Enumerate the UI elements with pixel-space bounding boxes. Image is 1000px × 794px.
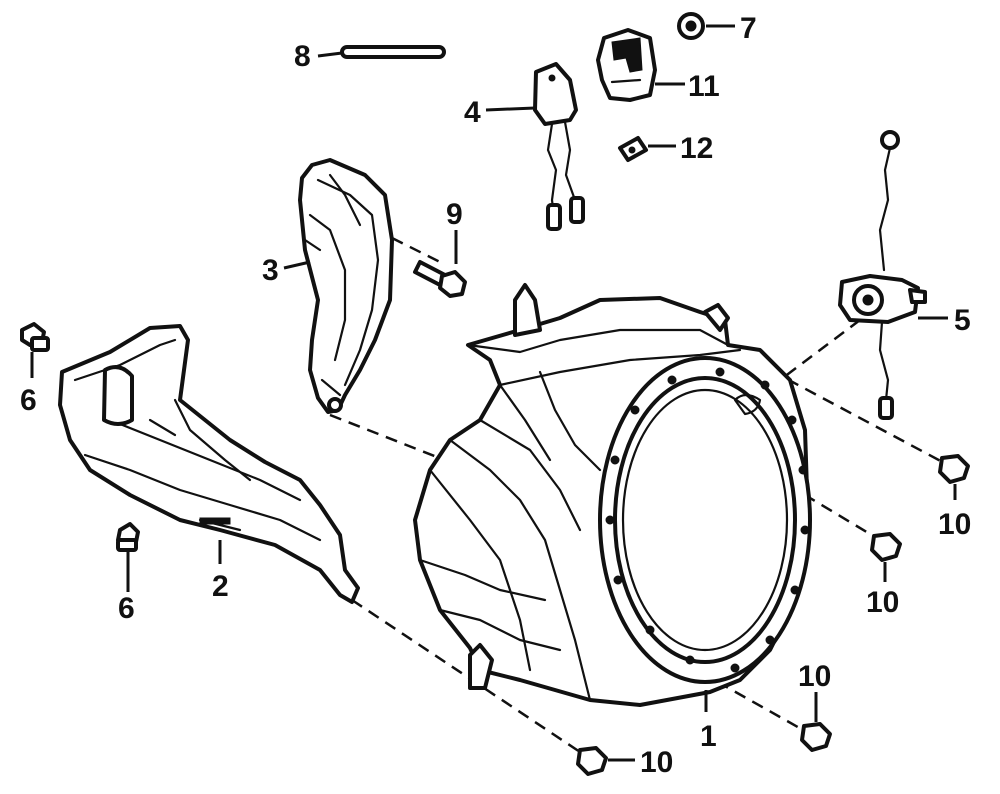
blower-housing	[413, 283, 812, 707]
label-part-4: 4	[464, 96, 481, 129]
nut	[677, 12, 705, 40]
leader-lines	[30, 24, 957, 762]
label-part-10-b: 10	[866, 586, 899, 619]
label-part-12: 12	[680, 132, 713, 165]
bolt-9	[413, 260, 467, 298]
screw-b	[116, 522, 140, 552]
bolt-10-a	[938, 454, 970, 484]
label-part-6-a: 6	[20, 384, 37, 417]
flange-holes	[605, 367, 810, 673]
pin-rod	[340, 45, 446, 59]
label-part-3: 3	[262, 254, 279, 287]
part-labels: 1 2 3 4 5 6 6 7 8 9 10 10 10 10 11 12	[20, 12, 971, 779]
label-part-5: 5	[954, 304, 971, 337]
small-fastener	[618, 136, 648, 162]
label-part-7: 7	[740, 12, 757, 45]
side-cover	[298, 158, 394, 414]
label-part-10-d: 10	[640, 746, 673, 779]
bolt-10-b	[870, 532, 902, 562]
bolt-10-d	[576, 746, 608, 776]
deflector-plate	[58, 324, 360, 604]
bolt-10-c	[800, 722, 832, 752]
label-part-6-b: 6	[118, 592, 135, 625]
label-part-10-a: 10	[938, 508, 971, 541]
label-part-1: 1	[700, 720, 717, 753]
sensor-with-lead	[838, 130, 927, 420]
label-part-11: 11	[688, 70, 720, 103]
switch-with-leads	[533, 62, 585, 231]
screw-a	[20, 322, 50, 352]
clip-bracket	[596, 28, 657, 102]
label-part-2: 2	[212, 570, 229, 603]
label-part-9: 9	[446, 198, 463, 231]
label-part-10-c: 10	[798, 660, 831, 693]
label-part-8: 8	[294, 40, 311, 73]
